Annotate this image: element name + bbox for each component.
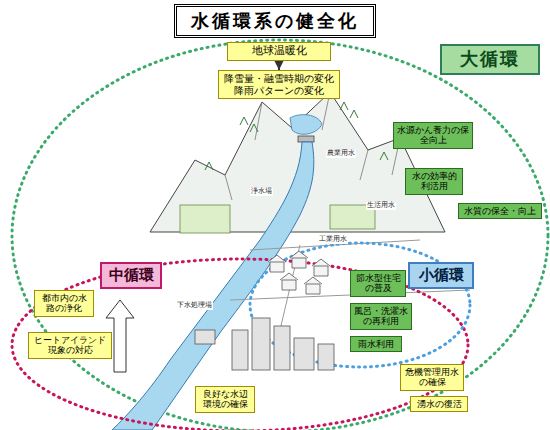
forest: [205, 102, 388, 170]
goal-box: 湧水の復活: [410, 396, 468, 412]
illustration-label: 下水処理場: [176, 302, 213, 310]
measure-box: 水の効率的利活用: [405, 168, 463, 195]
effect-box: 降雪量・融雪時期の変化 降雨パターンの変化: [218, 70, 340, 99]
illustration-label: 農業用水: [326, 150, 356, 158]
field: [180, 205, 230, 233]
box-text: 節水型住宅の普及: [354, 273, 402, 294]
box-text: 風呂・洗濯水の再利用: [354, 306, 408, 327]
connector-arrow: [278, 61, 280, 70]
measure-box: 節水型住宅の普及: [350, 270, 406, 297]
cause-box: 地球温暖化: [227, 42, 331, 61]
large-cycle-ring: [12, 40, 548, 430]
cycle-label: 小循環: [408, 262, 474, 289]
reservoir: [290, 115, 322, 135]
box-text: ヒートアイランド現象の対応: [32, 335, 108, 356]
goal-box: 都市内の水路の浄化: [34, 290, 94, 317]
box-text: 地球温暖化: [231, 45, 327, 58]
measure-box: 水源かん養力の保全向上: [393, 122, 473, 149]
goal-box: 危機管理用水の確保: [400, 364, 464, 391]
box-text: 降雪量・融雪時期の変化 降雨パターンの変化: [222, 73, 336, 96]
box-text: 中循環: [106, 267, 156, 284]
medium-cycle-ring: [12, 259, 468, 430]
measure-box: 雨水利用: [350, 336, 402, 352]
cycle-label: 中循環: [100, 262, 162, 289]
illustration-label: 工業用水: [318, 236, 348, 244]
box-text: 小循環: [414, 267, 468, 284]
box-text: 湧水の復活: [414, 399, 464, 409]
illustration-label: 浄水場: [250, 188, 273, 196]
box-text: 水質の保全・向上: [462, 206, 538, 216]
box-text: 雨水利用: [354, 339, 398, 349]
box-text: 水の効率的利活用: [409, 171, 459, 192]
cycle-label: 大循環: [440, 44, 540, 75]
box-text: 良好な水辺環境の確保: [199, 389, 251, 410]
box-text: 大循環: [446, 49, 534, 70]
houses: [268, 251, 330, 294]
goal-box: 良好な水辺環境の確保: [195, 386, 255, 413]
box-text: 危機管理用水の確保: [404, 367, 460, 388]
box-text: 水源かん養力の保全向上: [397, 125, 469, 146]
city-buildings: [195, 318, 334, 370]
goal-box: ヒートアイランド現象の対応: [28, 332, 112, 359]
illustration-label: 生活用水: [366, 202, 396, 210]
box-text: 都市内の水路の浄化: [38, 293, 90, 314]
diagram-title: 水循環系の健全化: [174, 4, 376, 38]
measure-box: 水質の保全・向上: [458, 203, 542, 219]
measure-box: 風呂・洗濯水の再利用: [350, 303, 412, 330]
dam: [298, 136, 314, 142]
